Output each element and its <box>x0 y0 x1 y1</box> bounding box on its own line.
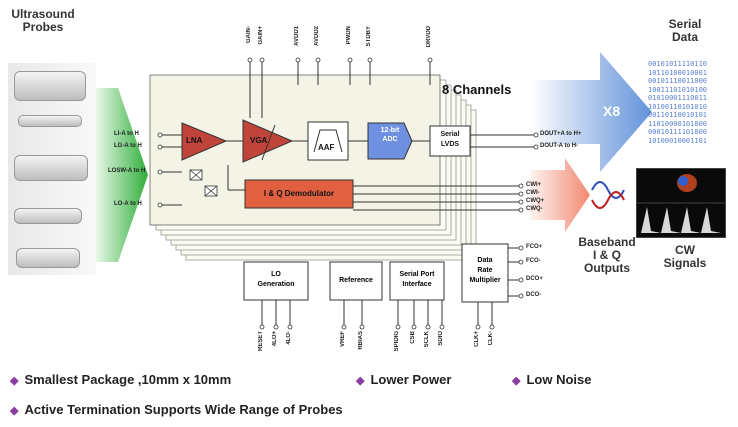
feature-package: ◆ Smallest Package ,10mm x 10mm <box>10 372 231 387</box>
serial-data-stream: 00101011110110 10110100010001 0010111001… <box>648 60 734 145</box>
cw-signals-label: CW Signals <box>663 243 707 270</box>
pin-csb: CSB <box>410 331 416 344</box>
pin-cwi-plus: CWI+ <box>526 182 542 188</box>
diamond-icon: ◆ <box>512 375 521 387</box>
feature-text: Lower Power <box>370 372 452 387</box>
probe-image <box>14 155 88 181</box>
pin-rbias: RBIAS <box>358 331 364 350</box>
pin-sclk: SCLK <box>424 331 430 348</box>
adc-block <box>367 122 413 160</box>
pin-clk-minus: CLK- <box>488 331 494 346</box>
probe-image <box>14 71 86 101</box>
binary-line: 10100110101010 <box>648 102 708 111</box>
vga-label: VGA <box>250 136 268 145</box>
pin-pwdn: PWDN <box>346 26 352 45</box>
serial-data-title: Serial Data <box>668 17 702 44</box>
pin-clk-plus: CLK+ <box>474 331 480 347</box>
lna-label: LNA <box>186 136 203 145</box>
cw-doppler-image <box>636 168 726 238</box>
aaf-label: AAF <box>318 143 335 152</box>
binary-line: 00101011110110 <box>648 60 708 68</box>
feature-text: Active Termination Supports Wide Range o… <box>24 402 343 417</box>
lna-amplifier <box>181 122 228 161</box>
reference-label: Reference <box>339 277 373 284</box>
binary-line: 10110100010001 <box>648 68 708 77</box>
channel-count-label: 8 Channels <box>442 82 512 97</box>
ultrasound-probes-photo <box>8 63 96 275</box>
lo-generation-block <box>243 261 309 301</box>
pin-4lo-plus: 4LO+ <box>272 331 278 347</box>
x8-label: X8 <box>603 103 621 119</box>
binary-line: 10100010001101 <box>648 136 708 145</box>
feature-text: Low Noise <box>526 372 592 387</box>
i-wave <box>591 181 625 199</box>
feature-power: ◆ Lower Power <box>356 372 451 387</box>
feature-noise: ◆ Low Noise <box>512 372 591 387</box>
pin-gain-minus: GAIN- <box>246 26 252 43</box>
lo-generation-label: LO Generation <box>257 271 295 288</box>
pin-reset: RESET <box>258 331 264 352</box>
pin-losw: LOSW-A to H <box>108 168 146 174</box>
baseband-label: Baseband I & Q Outputs <box>578 235 636 275</box>
pin-fco-minus: FCO- <box>526 258 541 264</box>
pin-lg: LG-A to H <box>114 143 142 149</box>
pin-dout-plus: DOUT+A to H+ <box>540 131 582 137</box>
pin-cwq-plus: CWQ+ <box>526 198 545 204</box>
pin-avdd2: AVDD2 <box>314 26 320 46</box>
lvds-label: Serial LVDS <box>440 131 460 148</box>
feature-termination: ◆ Active Termination Supports Wide Range … <box>10 402 343 417</box>
cw-output-arrow <box>530 158 590 232</box>
demodulator-block <box>244 179 354 209</box>
spi-label: Serial Port Interface <box>399 271 435 288</box>
q-wave <box>591 191 625 209</box>
reference-block <box>329 261 383 301</box>
data-rate-multiplier-block <box>461 243 509 303</box>
pin-gain-plus: GAIN+ <box>258 26 264 45</box>
pin-li: LI-A to H <box>114 131 139 137</box>
binary-line: 00110110010101 <box>648 111 708 119</box>
pin-vref: VREF <box>340 331 346 348</box>
diamond-icon: ◆ <box>10 405 19 417</box>
pin-dco-plus: DCO+ <box>526 276 543 282</box>
diamond-icon: ◆ <box>10 375 19 387</box>
feature-text: Smallest Package ,10mm x 10mm <box>24 372 232 387</box>
vga-amplifier <box>242 119 294 163</box>
data-rate-multiplier-label: Data Rate Multiplier <box>469 257 501 284</box>
serial-output-arrow <box>530 52 652 172</box>
diamond-icon: ◆ <box>356 375 365 387</box>
probe-image <box>14 208 82 224</box>
aaf-filter <box>307 121 349 161</box>
spi-block <box>389 261 445 301</box>
input-arrow <box>96 88 148 262</box>
pin-lo: LO-A to H <box>114 201 142 207</box>
pin-sdio: SDIO <box>438 331 444 346</box>
pin-drvdd: DRVDD <box>426 26 432 48</box>
probe-image <box>16 248 80 268</box>
binary-line: 00010111101000 <box>648 128 708 136</box>
pin-fco-plus: FCO+ <box>526 244 543 250</box>
binary-line: 11010000101000 <box>648 119 708 128</box>
probe-image <box>18 115 82 127</box>
probes-title: Ultrasound Probes <box>11 7 75 34</box>
adc-label: 12-bit ADC <box>380 127 400 143</box>
binary-line: 00101110011000 <box>648 77 708 85</box>
binary-line: 10011101010100 <box>648 85 708 94</box>
pin-dout-minus: DOUT-A to H- <box>540 143 579 149</box>
pin-avdd1: AVDD1 <box>294 26 300 46</box>
pin-spidig: SPIDIG <box>394 331 400 352</box>
binary-line: 01010001110011 <box>648 94 708 102</box>
pin-dco-minus: DCO- <box>526 292 542 298</box>
pin-4lo-minus: 4LO- <box>286 331 292 345</box>
pin-cwi-minus: CWI- <box>526 190 540 196</box>
pin-cwq-minus: CWQ- <box>526 206 543 212</box>
lvds-block <box>429 125 471 157</box>
demodulator-label: I & Q Demodulator <box>263 189 335 198</box>
pin-stdby: STDBY <box>366 26 372 47</box>
